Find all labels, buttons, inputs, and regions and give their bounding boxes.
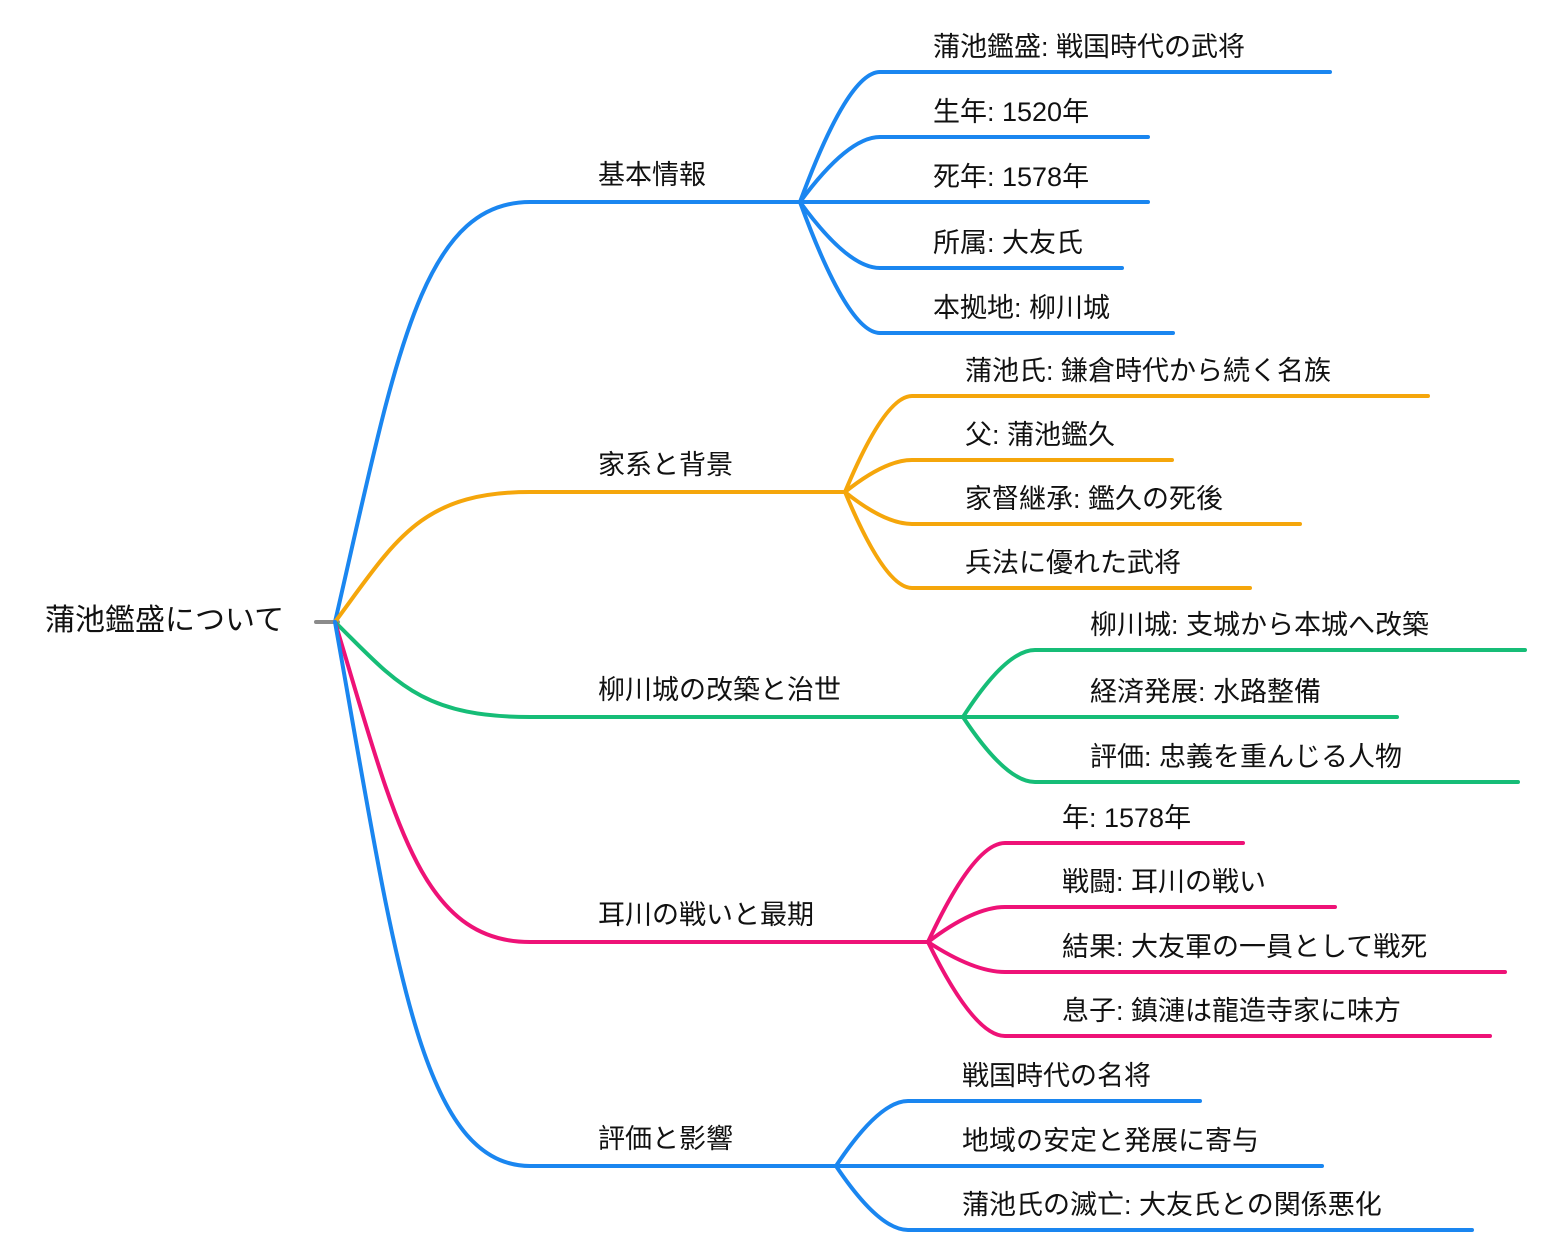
leaf-link [926, 841, 1245, 944]
leaf-label: 地域の安定と発展に寄与 [962, 1126, 1259, 1156]
leaf-label: 柳川城: 支城から本城へ改築 [1090, 610, 1430, 640]
leaf-link [843, 490, 1302, 526]
leaf-label: 兵法に優れた武将 [965, 548, 1181, 578]
branch-link-yanagawa-castle [333, 620, 965, 719]
leaf-label: 経済発展: 水路整備 [1090, 677, 1322, 707]
leaf-link [843, 394, 1430, 494]
branch-yanagawa-castle-lines [333, 620, 1527, 784]
branch-family-background-lines [333, 394, 1430, 624]
leaf-link [798, 200, 1124, 270]
branch-evaluation-influence-lines [333, 620, 1474, 1232]
leaf-link [843, 458, 1174, 494]
branch-label-basic-info: 基本情報 [598, 160, 706, 190]
branch-label-mimikawa-battle: 耳川の戦いと最期 [598, 900, 814, 930]
leaf-label: 生年: 1520年 [933, 97, 1090, 127]
leaf-label: 評価: 忠義を重んじる人物 [1090, 742, 1403, 772]
leaf-label: 所属: 大友氏 [933, 228, 1084, 258]
branch-link-evaluation-influence [333, 620, 838, 1168]
leaf-link [926, 940, 1492, 1038]
leaf-link [843, 490, 1252, 590]
leaf-label: 蒲池鑑盛: 戦国時代の武将 [933, 32, 1246, 62]
leaf-label: 家督継承: 鑑久の死後 [965, 484, 1224, 514]
branch-mimikawa-battle-lines [333, 620, 1507, 1038]
leaf-label: 戦国時代の名将 [962, 1061, 1151, 1091]
leaf-label: 本拠地: 柳川城 [933, 293, 1111, 323]
branch-label-family-background: 家系と背景 [598, 450, 733, 480]
leaf-label: 父: 蒲池鑑久 [965, 420, 1116, 450]
leaf-label: 年: 1578年 [1062, 803, 1192, 833]
leaf-link [961, 715, 1520, 784]
leaf-label: 蒲池氏: 鎌倉時代から続く名族 [965, 356, 1332, 386]
branch-link-basic-info [333, 200, 802, 624]
branch-label-evaluation-influence: 評価と影響 [598, 1124, 733, 1154]
branch-link-mimikawa-battle [333, 620, 930, 944]
branch-label-yanagawa-castle: 柳川城の改築と治世 [598, 675, 841, 705]
root-label: 蒲池鑑盛について [45, 604, 285, 637]
leaf-link [798, 200, 1175, 335]
leaf-link [798, 70, 1332, 204]
leaf-label: 蒲池氏の滅亡: 大友氏との関係悪化 [962, 1190, 1382, 1220]
leaf-link [961, 648, 1527, 719]
leaf-label: 戦闘: 耳川の戦い [1062, 867, 1267, 897]
leaf-label: 死年: 1578年 [933, 162, 1090, 192]
leaf-label: 息子: 鎮漣は龍造寺家に味方 [1062, 996, 1402, 1026]
branch-basic-info-lines [333, 70, 1332, 624]
branch-link-family-background [333, 490, 847, 624]
leaf-label: 結果: 大友軍の一員として戦死 [1062, 932, 1428, 962]
leaf-link [834, 1164, 1474, 1232]
leaf-link [926, 905, 1337, 944]
leaf-link [926, 940, 1507, 974]
leaf-link [798, 135, 1150, 204]
leaf-link [834, 1099, 1202, 1168]
